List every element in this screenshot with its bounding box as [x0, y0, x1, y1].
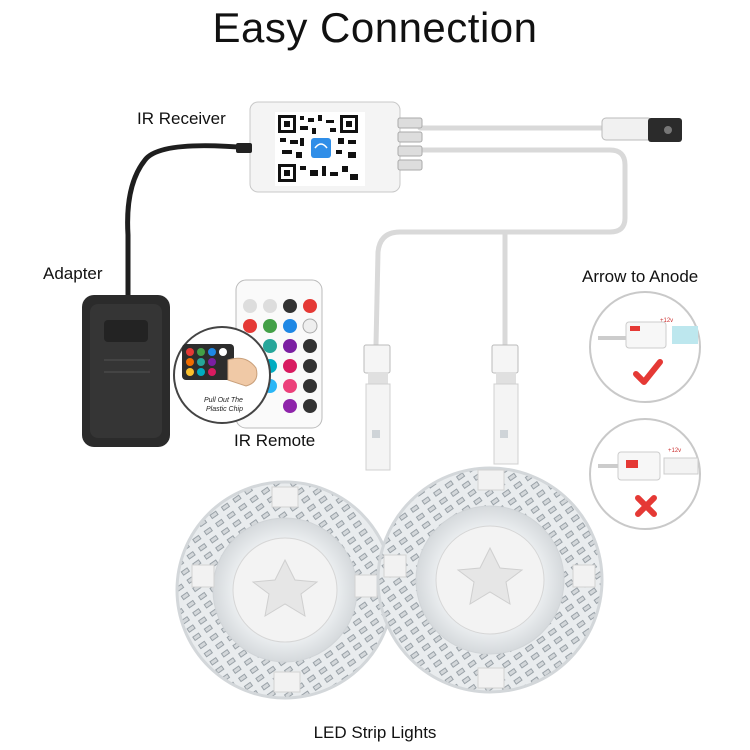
qr-code-icon	[278, 115, 358, 182]
strip-connector-right	[491, 344, 519, 465]
ir-receiver-label: IR Receiver	[137, 109, 226, 128]
receiver-ports	[397, 117, 423, 171]
led-strip-lights-label: LED Strip Lights	[313, 723, 437, 742]
dc-connector-icon	[601, 117, 682, 142]
page-title: Easy Connection	[212, 4, 538, 51]
anode-mark-correct: +12v	[660, 318, 673, 324]
chip-text-line2: Plastic Chip	[206, 406, 243, 413]
adapter-icon	[82, 295, 170, 447]
led-reel-right	[376, 466, 604, 694]
ir-receiver-box	[236, 101, 423, 193]
cable-strip-left	[373, 147, 628, 348]
led-reel-left	[175, 480, 395, 700]
cross-icon	[635, 495, 657, 517]
cables	[373, 125, 628, 348]
chip-text-line1: Pull Out The	[204, 397, 243, 404]
ir-remote-label: IR Remote	[234, 431, 316, 450]
check-icon	[633, 359, 663, 385]
anode-wrong-icon: +12v	[589, 418, 701, 530]
adapter-label: Adapter	[43, 264, 103, 283]
ir-remote-icon: Pull Out The Plastic Chip	[173, 279, 323, 429]
arrow-to-anode-label: Arrow to Anode	[582, 267, 699, 286]
adapter-cable	[125, 143, 251, 296]
anode-mark-wrong: +12v	[668, 448, 681, 454]
receiver-input-plug	[236, 143, 252, 153]
strip-connector-left	[363, 344, 391, 471]
anode-correct-icon: +12v	[589, 291, 701, 403]
app-logo-icon	[311, 138, 331, 158]
